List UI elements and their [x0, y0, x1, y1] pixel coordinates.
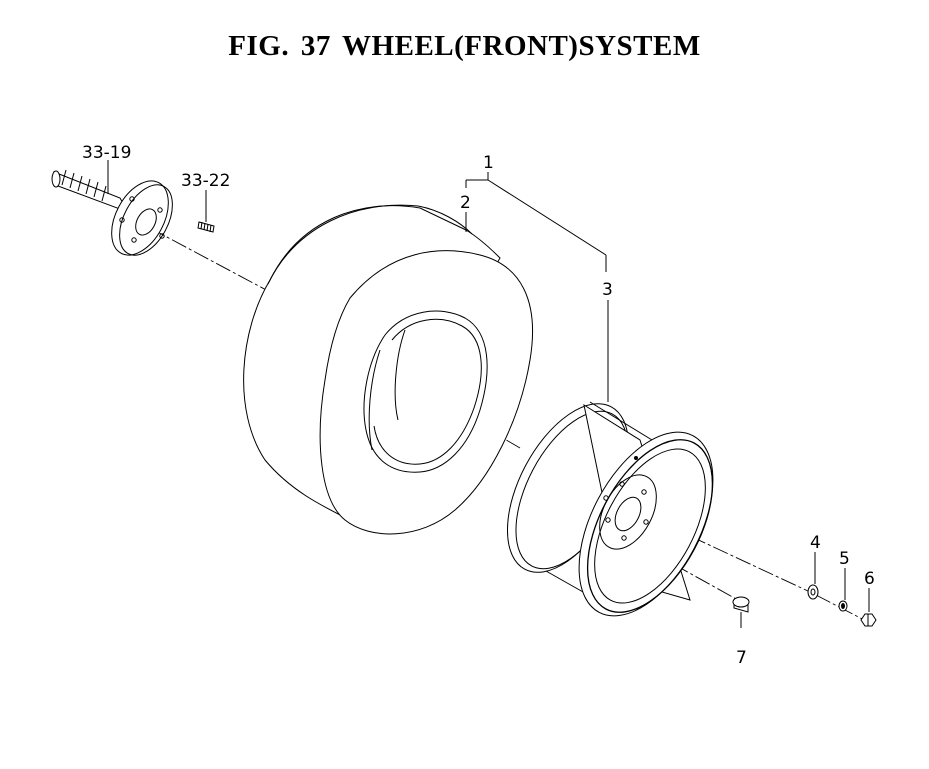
- page-title: FIG. 37 WHEEL(FRONT)SYSTEM: [228, 30, 701, 62]
- callout-4: 4: [810, 533, 821, 553]
- rim: [506, 401, 714, 617]
- callout-33-19: 33-19: [82, 143, 131, 163]
- hub-stud: [197, 221, 215, 233]
- tire-valve: [732, 596, 750, 628]
- nut: [860, 613, 877, 627]
- washer: [807, 584, 819, 600]
- tire: [243, 204, 534, 535]
- axle-shaft: [51, 169, 173, 256]
- leader-lines: [107, 160, 870, 612]
- callout-1: 1: [483, 153, 494, 173]
- callout-5: 5: [839, 549, 850, 569]
- centerline-axle-to-tire: [149, 227, 271, 293]
- callout-7: 7: [736, 648, 747, 668]
- callout-2: 2: [460, 193, 471, 213]
- callout-6: 6: [864, 569, 875, 589]
- lock-washer: [838, 600, 848, 612]
- callout-3: 3: [602, 280, 613, 300]
- callout-33-22: 33-22: [181, 171, 230, 191]
